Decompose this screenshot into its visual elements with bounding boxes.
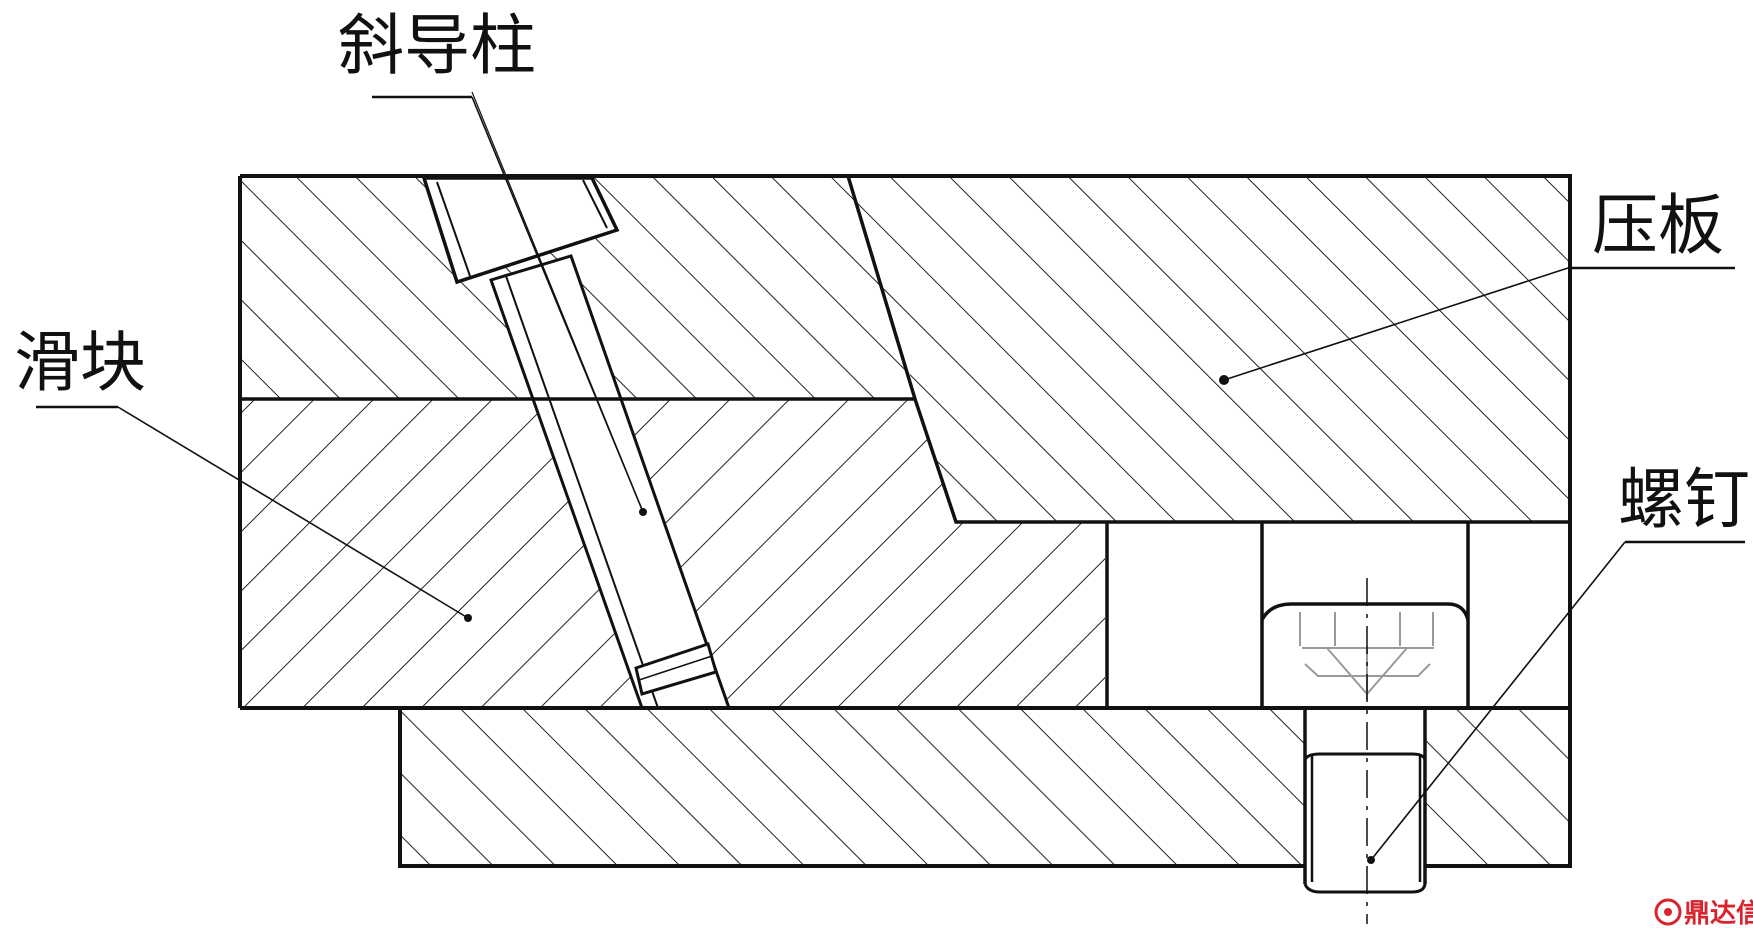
label-slider: 滑块 [14,324,146,401]
guide-pillar-tip-line [638,655,713,681]
label-screw: 螺钉 [1618,461,1750,538]
base-plate-part [400,708,1570,866]
guide-pillar-head-inner-line [436,181,471,277]
guide-pillar-tip [634,642,718,696]
guide-pillar-head-inner-line-2 [582,179,608,229]
watermark-logo-icon [1654,898,1682,926]
leader-dots [464,375,1375,864]
leader-lines [36,95,1745,861]
watermark: 鼎达信 [1654,898,1753,929]
screw-head [1260,602,1470,700]
label-guide-pillar: 斜导柱 [338,7,536,84]
part-outlines [238,174,1572,868]
screw-shank-outline [1303,708,1427,894]
screw-shank [1305,708,1425,894]
counterbore-pocket [1105,522,1572,708]
label-pressure-plate: 压板 [1592,187,1724,264]
pressure-plate-part [848,176,1570,522]
guide-pillar-inner-edge [505,275,659,709]
watermark-text: 鼎达信 [1684,899,1753,929]
